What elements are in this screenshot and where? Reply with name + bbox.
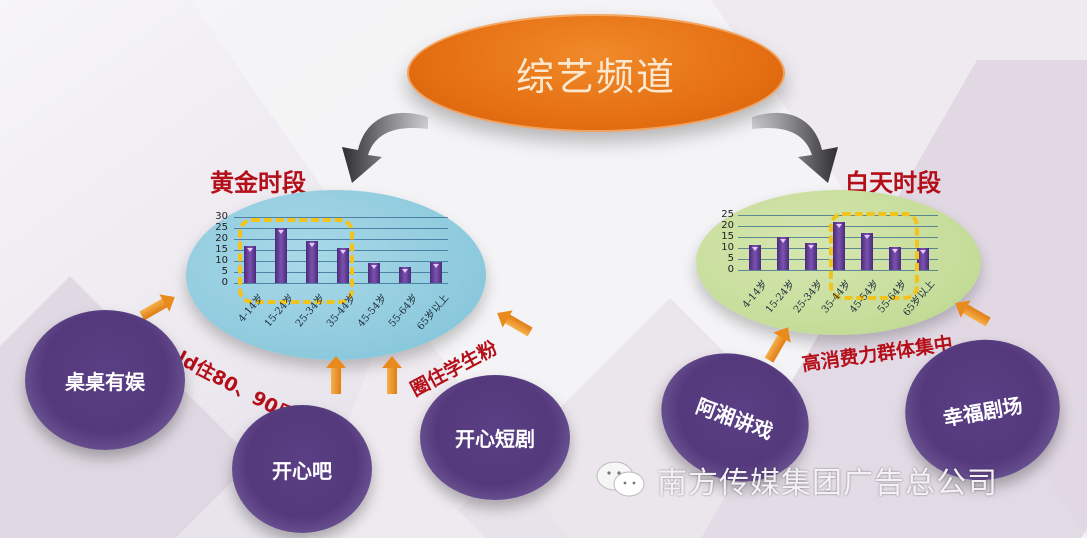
- bar: [368, 263, 380, 283]
- bar: [749, 245, 761, 270]
- bar: [399, 267, 411, 283]
- bar: [244, 246, 256, 283]
- program-disc[interactable]: 桌桌有娱: [25, 310, 185, 450]
- y-tick: 25: [721, 209, 734, 220]
- program-disc[interactable]: 开心短剧: [420, 375, 570, 500]
- program-label: 开心短剧: [455, 427, 535, 451]
- bar: [805, 243, 817, 270]
- curved-arrow-right-icon: [752, 112, 838, 183]
- bar: [889, 247, 901, 270]
- bar: [430, 262, 442, 283]
- program-label: 桌桌有娱: [65, 369, 145, 394]
- bar: [917, 248, 929, 270]
- y-tick: 5: [727, 253, 734, 264]
- program-label: 幸福剧场: [941, 392, 1025, 431]
- wechat-icon: [596, 461, 645, 497]
- y-tick: 0: [727, 264, 734, 275]
- program-label: 开心吧: [272, 458, 332, 483]
- watermark-text: 南方传媒集团广告总公司: [657, 466, 998, 501]
- bar: [275, 228, 287, 283]
- channel-title: 综艺频道: [515, 54, 676, 99]
- highlight-box: [829, 212, 919, 300]
- x-tick: 25-34岁: [792, 278, 826, 316]
- bar: [861, 233, 873, 270]
- watermark: 南方传媒集团广告总公司: [595, 458, 998, 502]
- x-tick: 45-54岁: [356, 292, 390, 330]
- y-tick: 15: [721, 231, 734, 242]
- y-tick: 15: [215, 244, 228, 255]
- y-tick: 10: [721, 242, 734, 253]
- bar: [337, 248, 349, 283]
- y-tick: 0: [221, 277, 228, 288]
- curved-arrow-left-icon: [342, 112, 428, 183]
- y-tick: 5: [221, 266, 228, 277]
- y-tick: 10: [215, 255, 228, 266]
- x-tick: 65岁以上: [415, 292, 452, 333]
- program-label: 阿湘讲戏: [692, 393, 777, 444]
- prime-time-bar-chart: 30 25 20 15 10 5 0 4-14岁 15-24岁 25-34岁 3…: [210, 211, 452, 333]
- orange-arrow-icon: [331, 366, 341, 394]
- highlight-box: [238, 218, 354, 304]
- bar: [833, 222, 845, 270]
- bar: [777, 237, 789, 270]
- channel-title-oval: 综艺频道: [407, 14, 785, 132]
- prime-time-label: 黄金时段: [210, 169, 306, 197]
- y-tick: 20: [721, 220, 734, 231]
- y-tick: 30: [215, 211, 228, 222]
- y-tick: 25: [215, 222, 228, 233]
- y-tick: 20: [215, 233, 228, 244]
- bar: [306, 241, 318, 283]
- orange-arrow-icon: [387, 366, 397, 394]
- daytime-bar-chart: 25 20 15 10 5 0 4-14岁 15-24岁 25-34岁 35-4…: [716, 210, 946, 320]
- program-disc[interactable]: 开心吧: [232, 405, 372, 533]
